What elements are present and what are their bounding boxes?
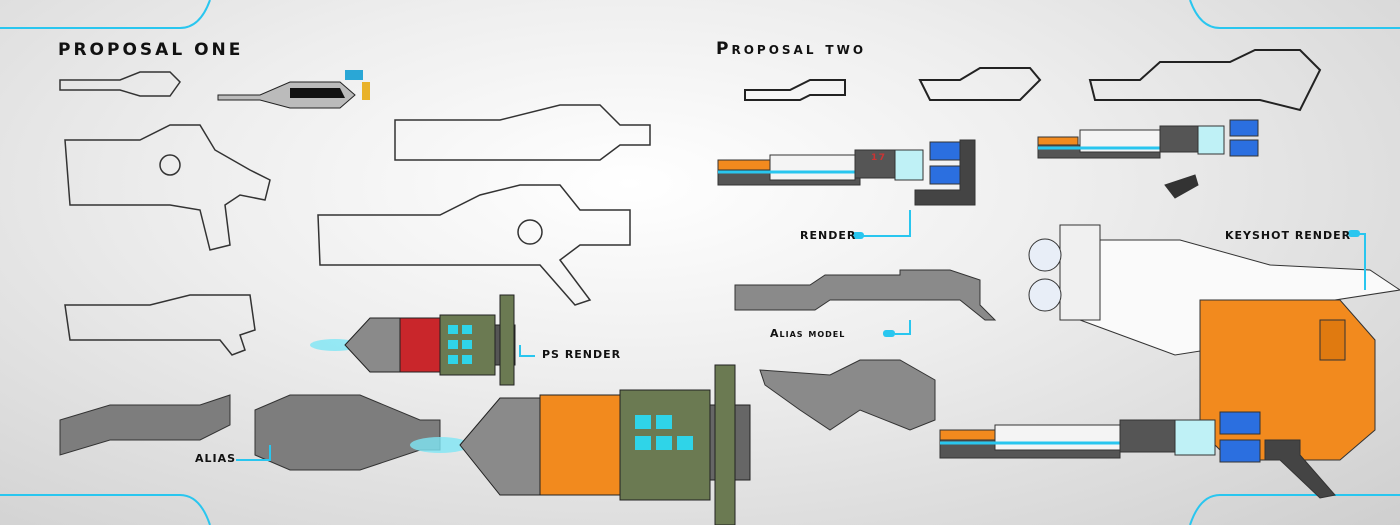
frame-bottom-right — [1189, 494, 1400, 525]
proposal-one-small-render — [217, 70, 370, 109]
badge-number: 17 — [871, 153, 887, 163]
render-gun-right — [1037, 119, 1259, 159]
alias-gun-1 — [59, 394, 231, 456]
sketch-port — [159, 154, 181, 176]
ps-render-gun-small — [310, 294, 516, 386]
ps-render-label: PS RENDER — [542, 348, 622, 361]
alias-model-gun — [734, 269, 997, 321]
proposal-one-sketches — [59, 71, 651, 356]
keyshot-render-gun — [1028, 174, 1400, 461]
ps-render-gun-large — [410, 364, 751, 525]
render-label: RENDER — [800, 229, 857, 242]
frame-bottom-left — [0, 494, 211, 525]
sketch-long-2 — [317, 184, 631, 306]
sketch-long-1 — [394, 104, 651, 161]
render-gun-bottom — [939, 411, 1336, 499]
alias-gun-models — [59, 394, 441, 471]
callout-dots — [852, 230, 1360, 337]
alias-label: ALIAS — [195, 452, 237, 465]
render-gun-top — [717, 139, 976, 206]
callout-lines — [236, 210, 1366, 461]
proposal-two-title: Proposal two — [716, 39, 867, 59]
alias-model-label: Alias model — [770, 327, 846, 340]
frame-top-right — [1189, 0, 1400, 29]
proposal-two-sketches — [744, 49, 1322, 112]
sketch-gun-2 — [64, 294, 256, 356]
sketch-small-1 — [59, 71, 181, 97]
alias-gun-2 — [254, 394, 441, 471]
frame-top-left — [0, 0, 211, 29]
proposal-one-title: PROPOSAL ONE — [58, 40, 244, 60]
sketch-gun-1 — [64, 124, 271, 251]
alias-model-gun-bottom — [759, 359, 936, 431]
keyshot-render-label: KEYSHOT RENDER — [1225, 229, 1352, 242]
